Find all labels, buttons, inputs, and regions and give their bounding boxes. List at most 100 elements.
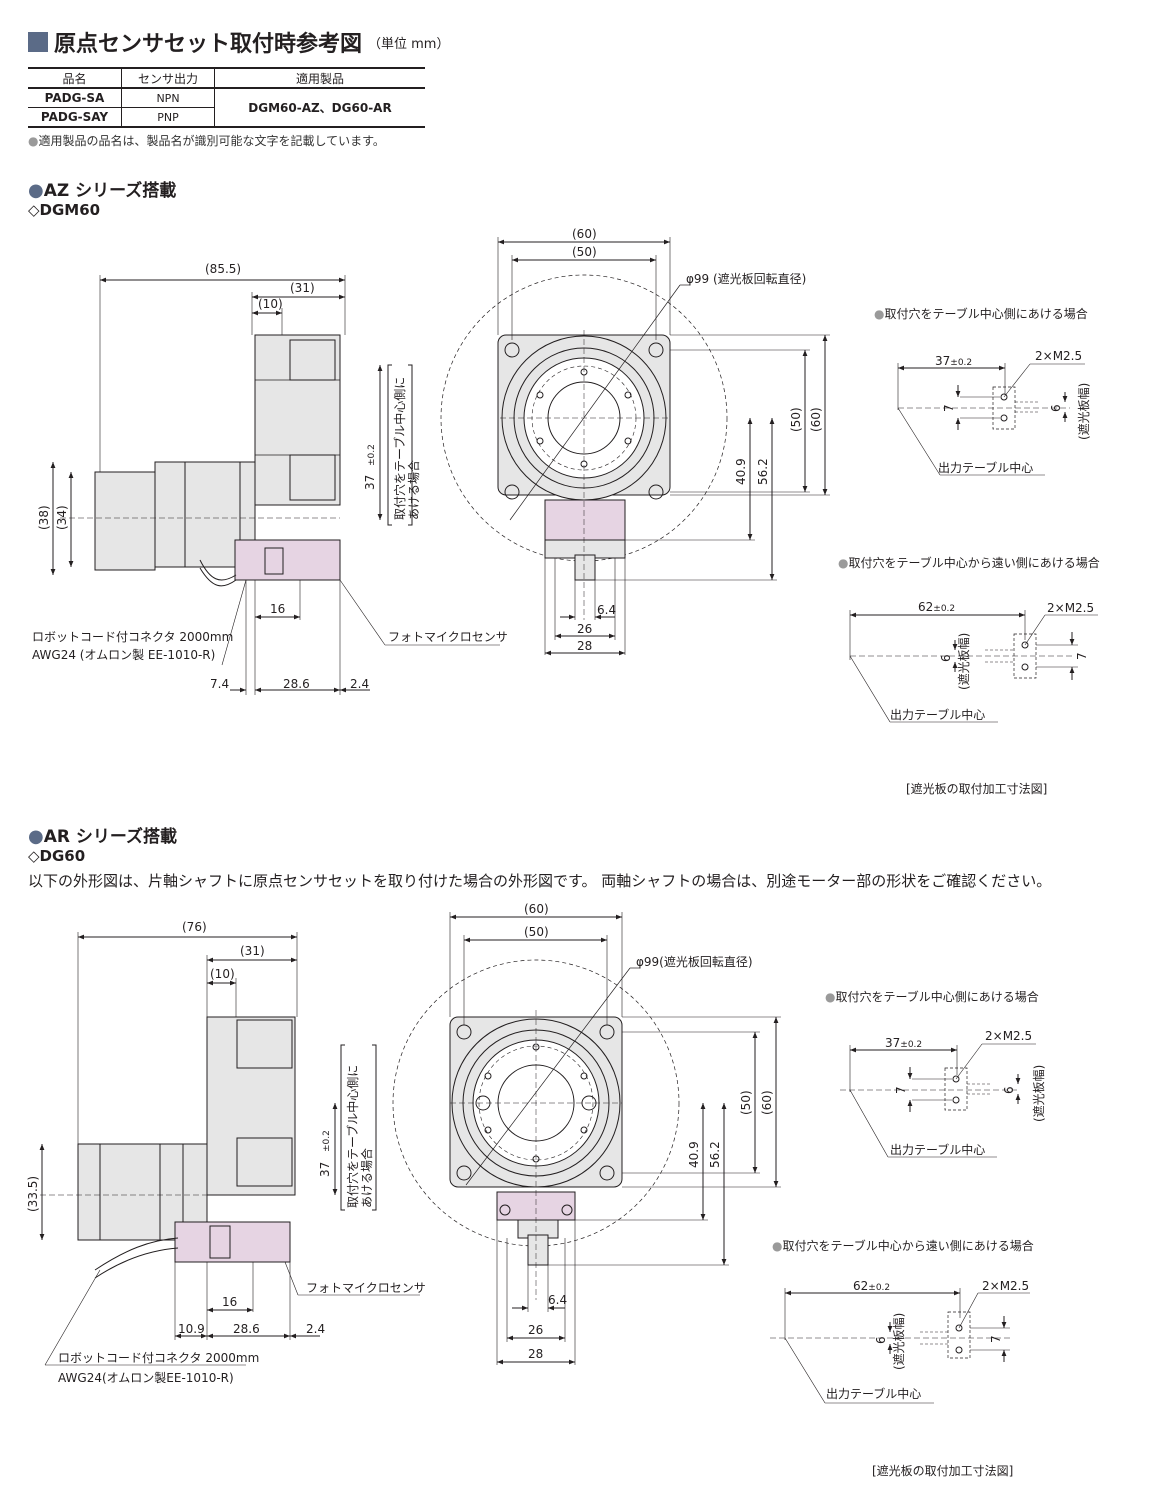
dim-62: 62±0.2	[853, 1279, 890, 1293]
sensor-block	[174, 1221, 291, 1263]
dim-7: 7	[1075, 652, 1089, 660]
note-text: 適用製品の品名は、製品名が識別可能な文字を記載しています。	[38, 134, 385, 148]
table-row: PADG-SAY PNP	[28, 107, 425, 128]
section-title: AR シリーズ搭載	[43, 827, 178, 847]
table-row: PADG-SA NPN DGM60-AZ、DG60-AR	[28, 88, 425, 128]
thread-label: 2×M2.5	[985, 1029, 1032, 1043]
vertical-note: 取付穴をテーブル中心側に	[392, 377, 407, 520]
spec-table: 品名 センサ出力 適用製品 PADG-SA NPN DGM60-AZ、DG60-…	[28, 67, 425, 128]
dim-60: (60)	[524, 902, 549, 916]
dim-50: (50)	[524, 925, 549, 939]
plate-width-label: (遮光板幅)	[956, 633, 971, 690]
center-label: 出力テーブル中心	[938, 460, 1033, 475]
dim-6-4: 6.4	[597, 603, 616, 617]
plate-width-label: (遮光板幅)	[1076, 383, 1091, 440]
dim-v60: (60)	[760, 1090, 774, 1115]
dim-7: 7	[894, 1086, 908, 1094]
dim-33-5: (33.5)	[26, 1176, 40, 1212]
detail-title: ●取付穴をテーブル中心側にあける場合	[825, 989, 1039, 1004]
ar-front-view	[392, 912, 781, 1365]
dim-v50: (50)	[789, 407, 803, 432]
center-label: 出力テーブル中心	[826, 1386, 921, 1401]
page-title: 原点センサセット取付時参考図 （単位 mm）	[28, 28, 450, 57]
bullet-icon: ●	[28, 134, 39, 148]
dim-76: (76)	[182, 920, 207, 934]
sensor-label: フォトマイクロセンサ	[388, 630, 508, 644]
plate-width-label: (遮光板幅)	[1031, 1065, 1046, 1122]
dim-37: 37±0.2	[935, 354, 972, 368]
connector-label: ロボットコード付コネクタ 2000mm	[58, 1351, 259, 1365]
dim-56-2: 56.2	[756, 458, 770, 485]
title-unit: （単位 mm）	[368, 36, 450, 52]
table-header: センサ出力	[121, 67, 215, 89]
applicable-product: DGM60-AZ、DG60-AR	[214, 88, 425, 128]
dim-31: (31)	[290, 281, 315, 295]
dim-6-4: 6.4	[548, 1293, 567, 1307]
product-name: PADG-SA	[28, 88, 122, 108]
figure-caption: [遮光板の取付加工寸法図]	[872, 1463, 1013, 1478]
thread-label: 2×M2.5	[982, 1279, 1029, 1293]
dim-6: 6	[1049, 404, 1063, 412]
model-az: ◇DGM60	[28, 201, 101, 219]
table-header-row: 品名 センサ出力 適用製品	[28, 67, 425, 89]
section-az: ●AZ シリーズ搭載	[28, 176, 176, 201]
dim-10: (10)	[210, 967, 235, 981]
vertical-note: あける場合	[359, 1148, 374, 1208]
plate-width-label: (遮光板幅)	[891, 1313, 906, 1370]
vertical-note: あける場合	[406, 460, 421, 520]
dim-16: 16	[270, 602, 285, 616]
detail-title: ●取付穴をテーブル中心側にあける場合	[874, 306, 1088, 321]
product-name: PADG-SAY	[28, 107, 122, 128]
thread-label: 2×M2.5	[1035, 349, 1082, 363]
diameter-label: φ99(遮光板回転直径)	[636, 954, 753, 969]
dim-56-2: 56.2	[708, 1141, 722, 1168]
dim-6: 6	[1002, 1086, 1016, 1094]
center-label: 出力テーブル中心	[890, 707, 985, 722]
connector-label: ロボットコード付コネクタ 2000mm	[32, 630, 233, 644]
detail-title: ●取付穴をテーブル中心から遠い側にあける場合	[772, 1238, 1034, 1253]
sensor-output: PNP	[121, 107, 215, 128]
dim-28: 28	[577, 639, 592, 653]
thread-label: 2×M2.5	[1047, 601, 1094, 615]
dim-10: (10)	[258, 297, 283, 311]
table-header: 適用製品	[214, 67, 425, 89]
dim-31: (31)	[240, 944, 265, 958]
detail-title: ●取付穴をテーブル中心から遠い側にあける場合	[838, 555, 1100, 570]
dim-28-6: 28.6	[233, 1322, 260, 1336]
dim-38: (38)	[37, 505, 51, 530]
dim-7: 7	[989, 1335, 1003, 1343]
dim-40-9: 40.9	[734, 458, 748, 485]
figure-caption: [遮光板の取付加工寸法図]	[906, 781, 1047, 796]
dim-7-4: 7.4	[210, 677, 229, 691]
section-ar: ●AR シリーズ搭載	[28, 822, 177, 847]
center-label: 出力テーブル中心	[890, 1142, 985, 1157]
ar-description: 以下の外形図は、片軸シャフトに原点センサセットを取り付けた場合の外形図です。 両…	[28, 872, 1052, 890]
dim-85-5: (85.5)	[205, 262, 241, 276]
dim-37: 37±0.2	[885, 1036, 922, 1050]
bullet-icon: ●	[28, 826, 44, 847]
section-title: AZ シリーズ搭載	[43, 181, 177, 201]
note: ●適用製品の品名は、製品名が識別可能な文字を記載しています。	[28, 132, 385, 149]
vertical-note: 取付穴をテーブル中心側に	[345, 1065, 360, 1208]
dim-v60: (60)	[809, 407, 823, 432]
dim-28: 28	[528, 1347, 543, 1361]
dim-34: (34)	[55, 505, 69, 530]
dim-6: 6	[874, 1336, 888, 1344]
dim-7: 7	[942, 404, 956, 412]
az-detail-2	[849, 610, 1098, 723]
connector-label: AWG24(オムロン製EE-1010-R)	[58, 1371, 234, 1385]
dim-26: 26	[577, 622, 592, 636]
dim-50: (50)	[572, 245, 597, 259]
dim-6: 6	[939, 654, 953, 662]
dim-40-9: 40.9	[687, 1141, 701, 1168]
sensor-label: フォトマイクロセンサ	[306, 1281, 426, 1295]
az-front-view	[440, 237, 830, 656]
ar-detail-2	[770, 1288, 1030, 1404]
az-side-view	[50, 275, 500, 695]
motor-body	[77, 1143, 184, 1241]
motor-rear	[94, 471, 156, 571]
dim-2-4: 2.4	[306, 1322, 325, 1336]
sensor-block	[234, 539, 341, 581]
ar-detail-1	[840, 1043, 1036, 1158]
